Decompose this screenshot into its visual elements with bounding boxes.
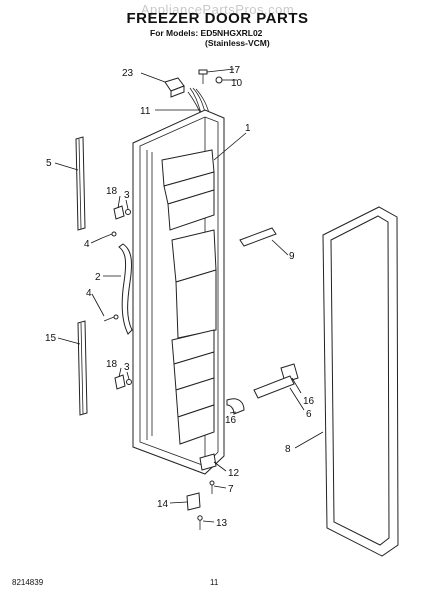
callout-6: 6 bbox=[306, 409, 312, 420]
model-line: For Models: ED5NHGXRL02 bbox=[150, 28, 263, 38]
callout-16-lower: 16 bbox=[225, 415, 237, 426]
callout-15: 15 bbox=[45, 333, 57, 344]
leader-lines bbox=[54, 68, 324, 523]
callout-8: 8 bbox=[285, 444, 291, 455]
part-9-bracket bbox=[239, 227, 277, 247]
callout-18-upper: 18 bbox=[106, 186, 118, 197]
part-14-block bbox=[186, 492, 201, 511]
callout-7: 7 bbox=[228, 484, 234, 495]
door-bins bbox=[161, 149, 217, 445]
callout-1: 1 bbox=[245, 123, 251, 134]
part-7-screw bbox=[209, 480, 215, 494]
callout-16-upper: 16 bbox=[303, 396, 315, 407]
page-number: 11 bbox=[210, 578, 219, 587]
callout-5: 5 bbox=[46, 158, 52, 169]
part-15-strip bbox=[77, 320, 88, 416]
part-13-screw bbox=[197, 515, 203, 530]
part-8-gasket bbox=[322, 206, 399, 557]
callout-3-lower: 3 bbox=[124, 362, 130, 373]
diagram-title: FREEZER DOOR PARTS bbox=[126, 10, 309, 27]
callout-18-lower: 18 bbox=[106, 359, 118, 370]
callout-12: 12 bbox=[228, 468, 240, 479]
model-variant: (Stainless-VCM) bbox=[205, 38, 270, 48]
callout-13: 13 bbox=[216, 518, 228, 529]
callout-10: 10 bbox=[231, 78, 243, 89]
callout-11: 11 bbox=[140, 106, 151, 117]
part-2-handle bbox=[118, 243, 133, 335]
part-12-hinge-bracket bbox=[199, 453, 217, 471]
callout-9: 9 bbox=[289, 251, 295, 262]
part-5-strip bbox=[75, 136, 86, 231]
part-6-panel bbox=[253, 375, 295, 399]
part-23-connector bbox=[164, 77, 185, 98]
callout-14: 14 bbox=[157, 499, 169, 510]
callout-2: 2 bbox=[95, 272, 101, 283]
doc-number: 8214839 bbox=[12, 578, 44, 587]
model-info: For Models: ED5NHGXRL02 (Stainless-VCM) bbox=[150, 28, 270, 48]
callout-23: 23 bbox=[122, 68, 134, 79]
part-18-hinge-upper bbox=[113, 205, 131, 220]
callout-3-upper: 3 bbox=[124, 190, 130, 201]
watermark-text: AppliancePartsPros.com bbox=[140, 2, 295, 17]
callout-4-upper: 4 bbox=[84, 239, 90, 250]
callout-17: 17 bbox=[229, 65, 241, 76]
callout-4-lower: 4 bbox=[86, 288, 92, 299]
part-4-screw-upper bbox=[101, 231, 117, 239]
part-4-screw-lower bbox=[103, 314, 119, 322]
part-16-clip-lower bbox=[226, 398, 245, 415]
part-17-screw bbox=[198, 69, 208, 84]
part-18-hinge-lower bbox=[114, 374, 132, 390]
